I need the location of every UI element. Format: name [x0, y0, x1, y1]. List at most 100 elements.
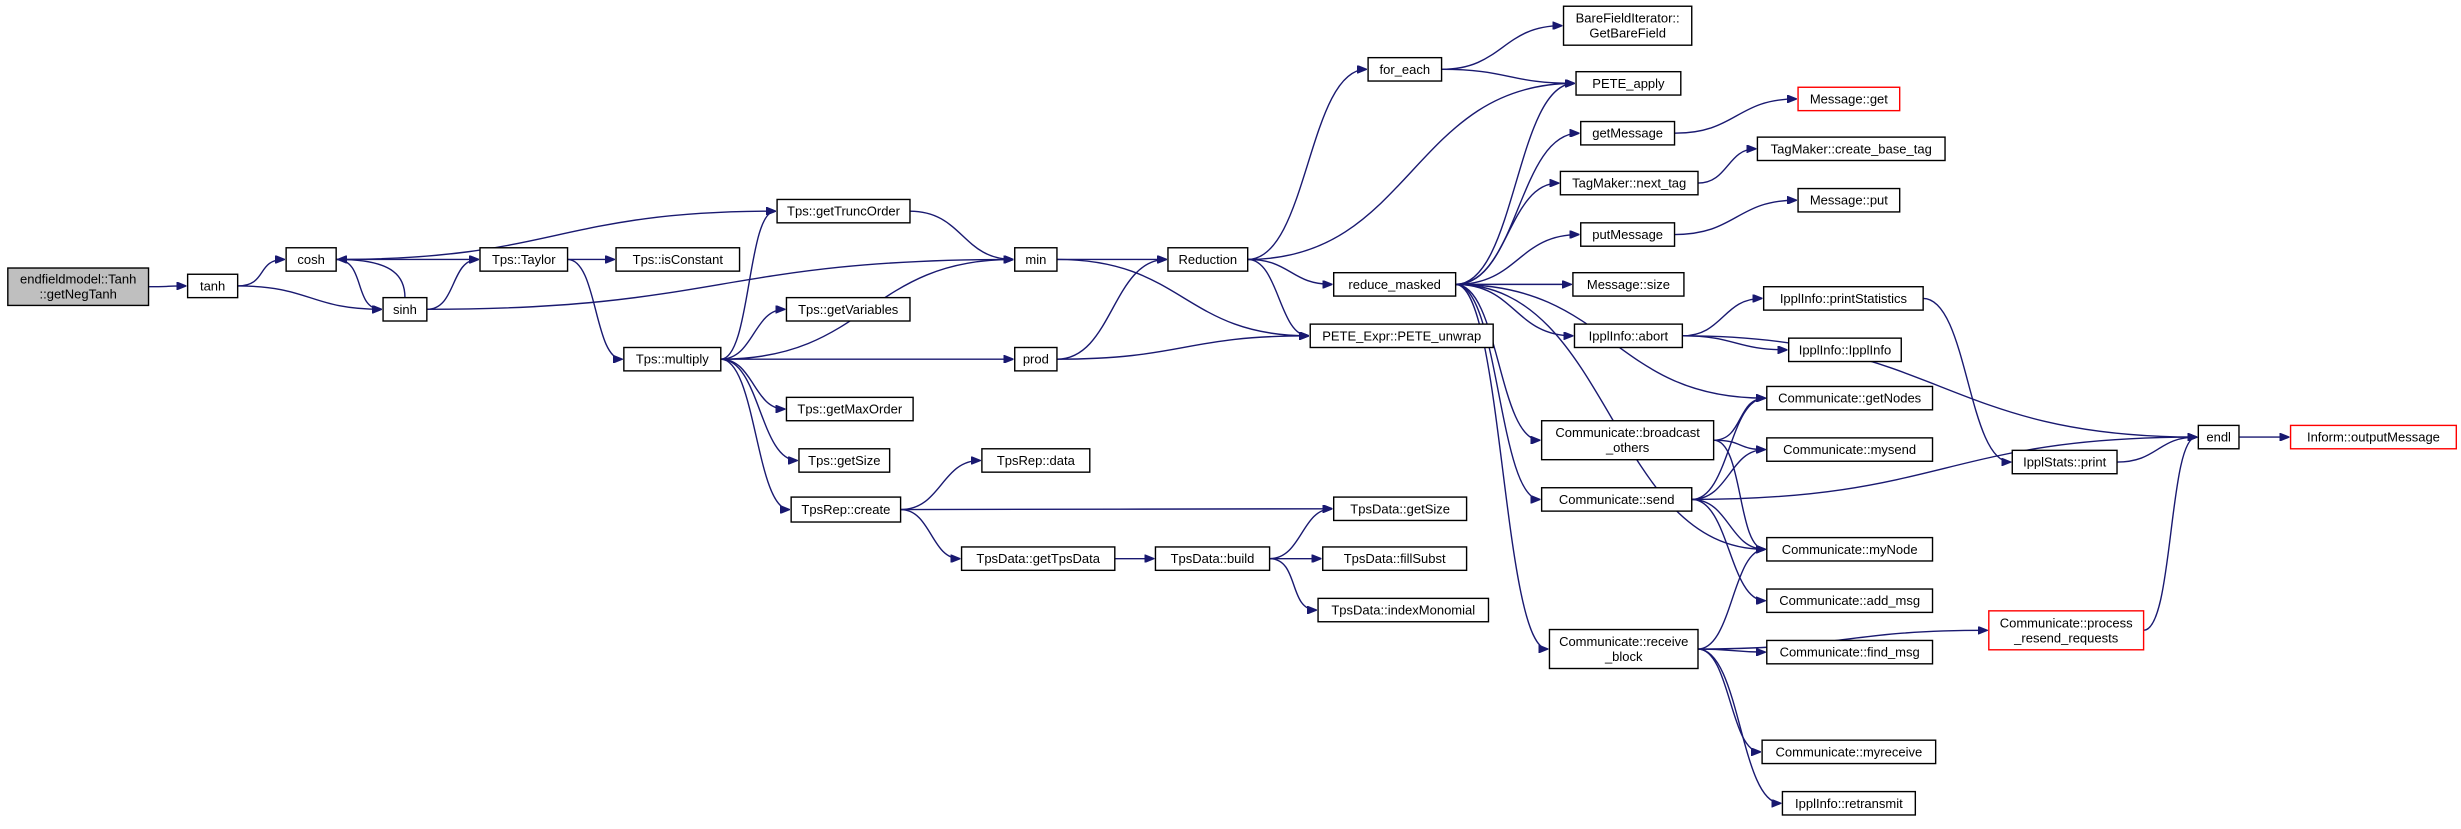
node-box-mysend[interactable] — [1766, 437, 1934, 462]
node-getvars[interactable]: Tps::getVariables — [785, 296, 911, 322]
node-endl[interactable]: endl — [2197, 424, 2240, 450]
node-box-cosh[interactable] — [285, 247, 337, 272]
node-peteunwrap[interactable]: PETE_Expr::PETE_unwrap — [1309, 323, 1494, 349]
node-broadcast[interactable]: Communicate::broadcast_others — [1540, 420, 1715, 461]
node-box-createbasetag[interactable] — [1756, 136, 1946, 162]
node-box-isconst[interactable] — [615, 247, 741, 272]
node-box-myreceive[interactable] — [1761, 739, 1937, 765]
node-tanh[interactable]: tanh — [186, 273, 239, 299]
node-box-min[interactable] — [1014, 247, 1058, 272]
node-isconst[interactable]: Tps::isConstant — [615, 247, 741, 272]
node-datagetsize[interactable]: TpsData::getSize — [1332, 496, 1468, 522]
node-box-receive[interactable] — [1548, 628, 1699, 670]
node-gettpsdata[interactable]: TpsData::getTpsData — [960, 546, 1116, 572]
node-box-sinh[interactable] — [382, 296, 428, 322]
node-box-tanh[interactable] — [186, 273, 239, 299]
node-box-taylor[interactable] — [479, 247, 569, 272]
node-box-fillsubst[interactable] — [1322, 546, 1468, 572]
node-sinh[interactable]: sinh — [382, 296, 428, 322]
node-box-gettpsdata[interactable] — [960, 546, 1116, 572]
node-box-send[interactable] — [1540, 487, 1693, 512]
node-getnodes[interactable]: Communicate::getNodes — [1766, 385, 1934, 411]
node-box-getmaxorder[interactable] — [785, 396, 914, 422]
node-myreceive[interactable]: Communicate::myreceive — [1761, 739, 1937, 765]
node-outputmsg[interactable]: Inform::outputMessage — [2289, 424, 2458, 450]
node-box-reducemasked[interactable] — [1332, 271, 1457, 297]
node-bfi[interactable]: BareFieldIterator::GetBareField — [1562, 5, 1693, 46]
node-retransmit[interactable]: IpplInfo::retransmit — [1781, 790, 1917, 816]
node-box-repcreate[interactable] — [790, 496, 902, 523]
node-msgget[interactable]: Message::get — [1797, 86, 1901, 112]
node-createbasetag[interactable]: TagMaker::create_base_tag — [1756, 136, 1946, 162]
node-box-getnodes[interactable] — [1766, 385, 1934, 411]
node-abort[interactable]: IpplInfo::abort — [1573, 323, 1684, 349]
node-printstats[interactable]: IpplInfo::printStatistics — [1762, 286, 1924, 311]
node-box-getvars[interactable] — [785, 296, 911, 322]
node-multiply[interactable]: Tps::multiply — [623, 346, 722, 372]
node-box-peteapply[interactable] — [1575, 70, 1682, 96]
node-box-msgget[interactable] — [1797, 86, 1901, 112]
node-addmsg[interactable]: Communicate::add_msg — [1766, 588, 1934, 614]
node-box-mynode[interactable] — [1766, 536, 1934, 562]
node-msgsize[interactable]: Message::size — [1572, 271, 1685, 297]
node-box-reduction[interactable] — [1167, 247, 1249, 272]
node-root[interactable]: endfieldmodel::Tanh::getNegTanh — [7, 267, 150, 307]
node-box-resend[interactable] — [1988, 610, 2145, 651]
node-gettrunc[interactable]: Tps::getTruncOrder — [776, 198, 911, 224]
node-box-tpsgetsize[interactable] — [798, 448, 891, 473]
node-box-gettrunc[interactable] — [776, 198, 911, 224]
node-reduction[interactable]: Reduction — [1167, 247, 1249, 272]
node-foreach[interactable]: for_each — [1367, 56, 1443, 82]
node-nexttag[interactable]: TagMaker::next_tag — [1559, 170, 1699, 196]
node-box-msgput[interactable] — [1797, 187, 1901, 213]
node-box-bfi[interactable] — [1562, 5, 1693, 46]
node-send[interactable]: Communicate::send — [1540, 487, 1693, 512]
node-box-ipplinfo[interactable] — [1787, 337, 1902, 363]
node-receive[interactable]: Communicate::receive_block — [1548, 628, 1699, 670]
node-box-datagetsize[interactable] — [1332, 496, 1468, 522]
node-box-findmsg[interactable] — [1766, 639, 1934, 665]
node-box-abort[interactable] — [1573, 323, 1684, 349]
node-mysend[interactable]: Communicate::mysend — [1766, 437, 1934, 462]
node-min[interactable]: min — [1014, 247, 1058, 272]
node-box-endl[interactable] — [2197, 424, 2240, 450]
node-repcreate[interactable]: TpsRep::create — [790, 496, 902, 523]
node-box-printstats[interactable] — [1762, 286, 1924, 311]
node-indexmono[interactable]: TpsData::indexMonomial — [1317, 597, 1490, 623]
node-prod[interactable]: prod — [1014, 346, 1058, 372]
node-box-putmessage[interactable] — [1580, 222, 1676, 247]
node-box-broadcast[interactable] — [1540, 420, 1715, 461]
node-repdata[interactable]: TpsRep::data — [981, 448, 1091, 473]
node-taylor[interactable]: Tps::Taylor — [479, 247, 569, 272]
node-tpsgetsize[interactable]: Tps::getSize — [798, 448, 891, 473]
node-box-msgsize[interactable] — [1572, 271, 1685, 297]
node-getmaxorder[interactable]: Tps::getMaxOrder — [785, 396, 914, 422]
node-box-prod[interactable] — [1014, 346, 1058, 372]
node-findmsg[interactable]: Communicate::find_msg — [1766, 639, 1934, 665]
node-cosh[interactable]: cosh — [285, 247, 337, 272]
node-ipplinfo[interactable]: IpplInfo::IpplInfo — [1787, 337, 1902, 363]
node-box-retransmit[interactable] — [1781, 790, 1917, 816]
node-box-build[interactable] — [1154, 546, 1271, 572]
node-box-foreach[interactable] — [1367, 56, 1443, 82]
node-getmessage[interactable]: getMessage — [1580, 120, 1676, 146]
node-box-repdata[interactable] — [981, 448, 1091, 473]
node-statsprint[interactable]: IpplStats::print — [2011, 449, 2118, 475]
node-build[interactable]: TpsData::build — [1154, 546, 1271, 572]
node-resend[interactable]: Communicate::process_resend_requests — [1988, 610, 2145, 651]
node-putmessage[interactable]: putMessage — [1580, 222, 1676, 247]
node-box-multiply[interactable] — [623, 346, 722, 372]
node-box-getmessage[interactable] — [1580, 120, 1676, 146]
node-mynode[interactable]: Communicate::myNode — [1766, 536, 1934, 562]
node-box-outputmsg[interactable] — [2289, 424, 2458, 450]
node-reducemasked[interactable]: reduce_masked — [1332, 271, 1457, 297]
node-box-statsprint[interactable] — [2011, 449, 2118, 475]
node-box-indexmono[interactable] — [1317, 597, 1490, 623]
node-fillsubst[interactable]: TpsData::fillSubst — [1322, 546, 1468, 572]
node-peteapply[interactable]: PETE_apply — [1575, 70, 1682, 96]
node-box-addmsg[interactable] — [1766, 588, 1934, 614]
node-msgput[interactable]: Message::put — [1797, 187, 1901, 213]
node-box-nexttag[interactable] — [1559, 170, 1699, 196]
node-box-root[interactable] — [7, 267, 150, 307]
node-box-peteunwrap[interactable] — [1309, 323, 1494, 349]
